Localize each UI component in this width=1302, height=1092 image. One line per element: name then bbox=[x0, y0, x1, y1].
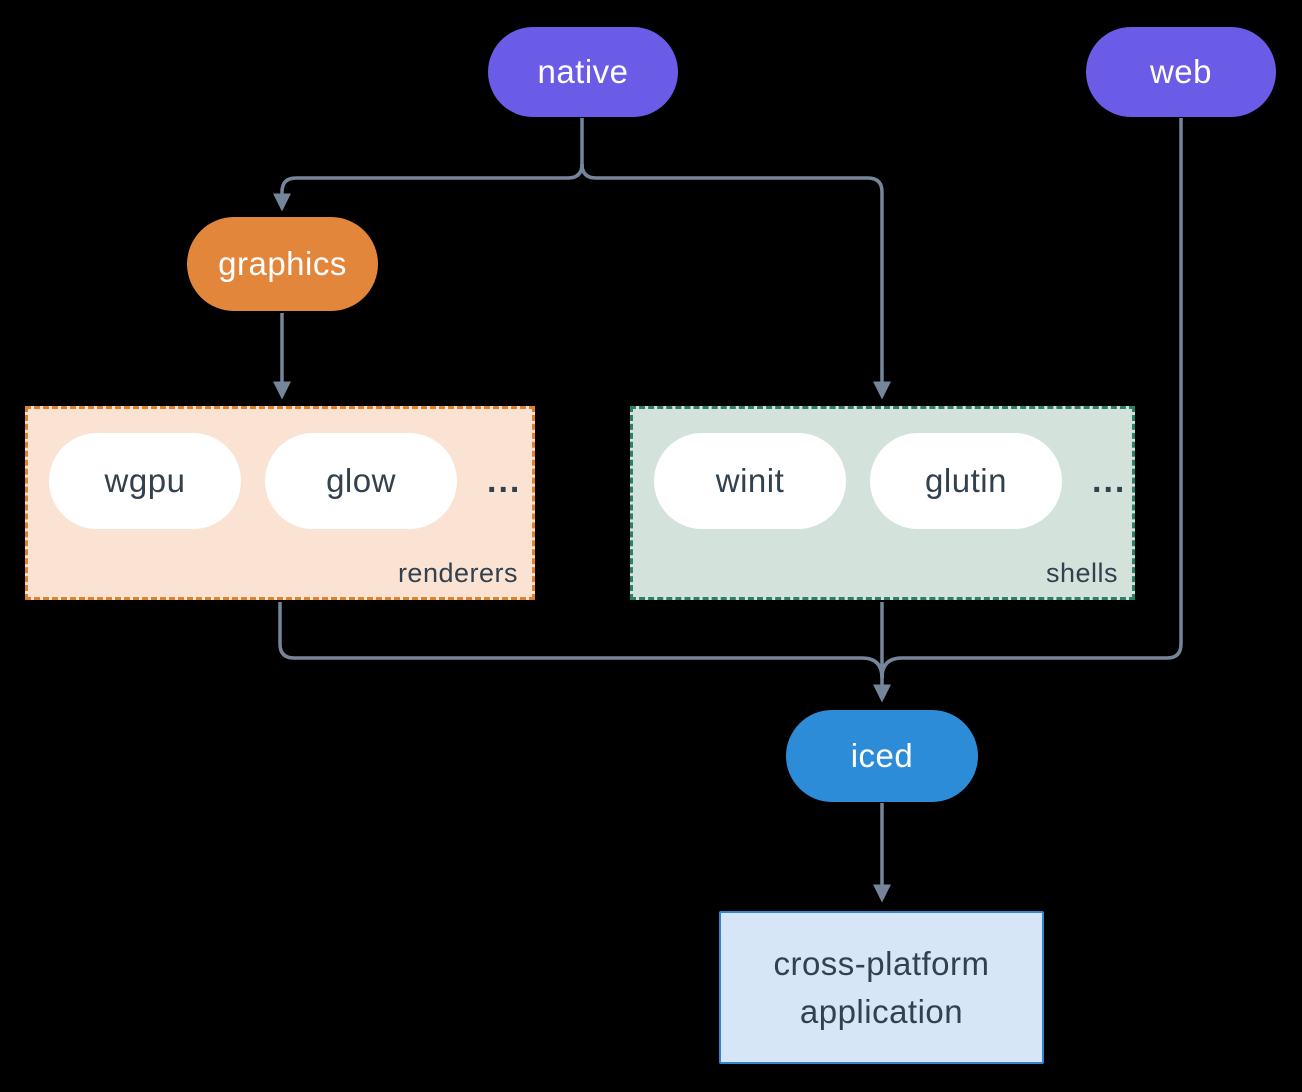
node-glutin: glutin bbox=[870, 433, 1062, 529]
group-renderers: wgpu glow ... renderers bbox=[25, 406, 535, 600]
edge-renderers-to-merge bbox=[278, 602, 884, 679]
node-web: web bbox=[1086, 27, 1276, 117]
node-web-label: web bbox=[1149, 53, 1213, 90]
node-glutin-label: glutin bbox=[925, 462, 1007, 499]
group-renderers-label: renderers bbox=[397, 558, 518, 588]
edge-native-to-shells bbox=[580, 163, 892, 400]
edge-web-to-merge bbox=[880, 118, 1183, 679]
node-graphics: graphics bbox=[187, 217, 378, 311]
group-shells-label: shells bbox=[1045, 558, 1118, 588]
node-wgpu: wgpu bbox=[49, 433, 241, 529]
edge-native-to-graphics bbox=[272, 163, 584, 212]
node-iced-label: iced bbox=[850, 737, 914, 774]
node-native: native bbox=[488, 27, 678, 117]
group-renderers-row: wgpu glow ... bbox=[28, 409, 532, 529]
node-iced: iced bbox=[786, 710, 978, 802]
node-cross-platform-application: cross-platform application bbox=[719, 911, 1044, 1064]
node-glow: glow bbox=[265, 433, 457, 529]
node-native-label: native bbox=[537, 53, 629, 90]
node-cross-platform-application-label: cross-platform application bbox=[773, 944, 990, 1030]
node-winit: winit bbox=[654, 433, 846, 529]
group-shells-row: winit glutin ... bbox=[633, 409, 1132, 529]
shells-ellipsis: ... bbox=[1092, 461, 1127, 500]
node-wgpu-label: wgpu bbox=[104, 462, 186, 499]
renderers-ellipsis: ... bbox=[487, 461, 522, 500]
group-shells: winit glutin ... shells bbox=[630, 406, 1135, 600]
node-winit-label: winit bbox=[715, 462, 785, 499]
node-graphics-label: graphics bbox=[218, 245, 347, 282]
node-glow-label: glow bbox=[326, 462, 396, 499]
